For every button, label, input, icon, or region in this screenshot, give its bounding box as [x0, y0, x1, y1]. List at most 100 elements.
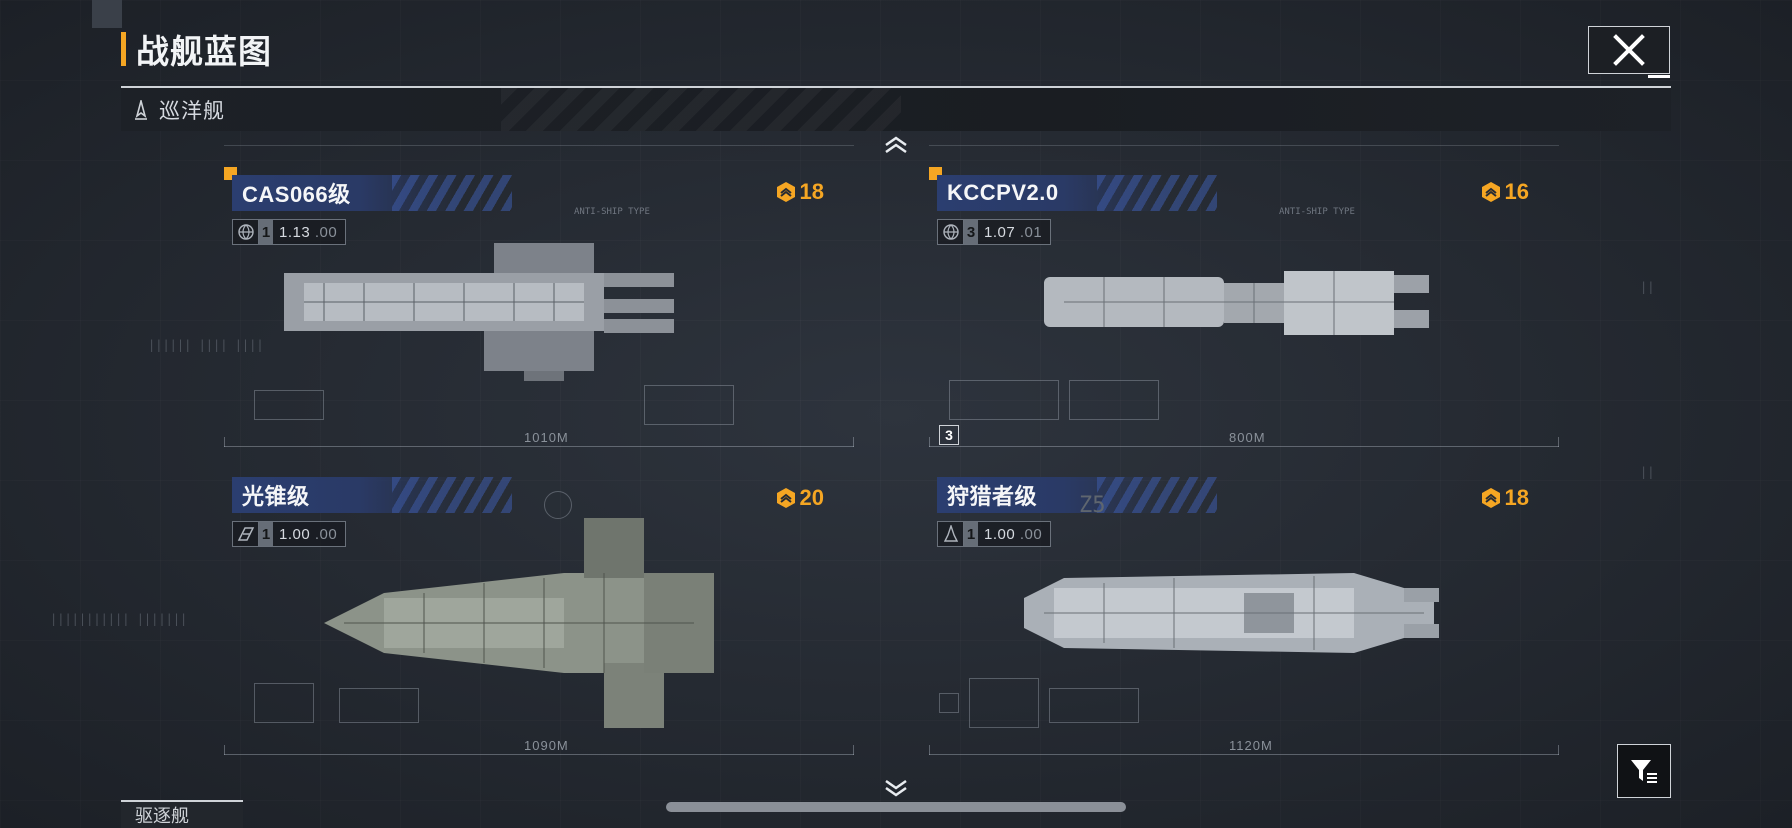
background-deco-text: ||	[1640, 280, 1655, 294]
ship-meta: 1 1.13 .00	[232, 219, 347, 245]
close-icon	[1613, 34, 1645, 66]
filter-icon	[1631, 760, 1657, 783]
ship-image	[284, 243, 674, 381]
ship-card-lightcone[interactable]: 光锥级 20 1 1.00 .00 1090M	[224, 463, 854, 763]
ship-stat-suffix: .00	[314, 525, 338, 543]
blueprint-schematic	[1049, 688, 1139, 723]
ship-score-value: 18	[1504, 485, 1529, 510]
ship-card-kccpv2[interactable]: KCCPV2.0 16 3 1.07 .01 ANTI-SHIP TYPE 3 …	[929, 145, 1559, 455]
ship-length: 1010M	[524, 430, 569, 445]
ship-score: 18	[1480, 485, 1529, 511]
ship-length: 1090M	[524, 738, 569, 753]
rocket-icon	[938, 522, 964, 546]
rank-badge-icon	[1481, 182, 1500, 202]
ship-stat-suffix: .01	[1019, 223, 1043, 241]
ship-score: 18	[775, 179, 824, 205]
background-deco-text: ||||||||||| |||||||	[50, 612, 188, 626]
ship-name-tag: 狩猎者级	[937, 477, 1217, 513]
blueprint-deco: ANTI-SHIP TYPE	[1279, 207, 1355, 217]
category-label-next: 驱逐舰	[135, 806, 189, 826]
close-button[interactable]	[1588, 26, 1670, 78]
blueprint-schematic	[644, 385, 734, 425]
ship-stat-main: 1.13	[279, 223, 311, 241]
card-frame-tick	[1558, 745, 1559, 755]
card-frame-line	[224, 145, 854, 146]
scroll-up-button[interactable]	[880, 135, 912, 155]
ship-score-value: 20	[799, 485, 824, 510]
card-frame-tick	[1558, 437, 1559, 447]
blueprint-schematic	[1069, 380, 1159, 420]
card-frame-tick	[929, 437, 930, 447]
ship-name: KCCPV2.0	[947, 180, 1059, 205]
card-frame-tick	[224, 745, 225, 755]
ship-meta: 1 1.00 .00	[937, 521, 1052, 547]
title-accent-bar	[121, 32, 126, 66]
ship-name: CAS066级	[242, 182, 351, 207]
ship-tier: 1	[259, 220, 273, 244]
blueprint-deco: Z5	[1079, 493, 1106, 518]
ship-meta: 3 1.07 .01	[937, 219, 1052, 245]
card-frame-line	[224, 754, 854, 755]
ship-stat: 1.00 .00	[273, 526, 345, 543]
ship-stat-main: 1.00	[984, 525, 1016, 543]
blueprint-schematic	[969, 678, 1039, 728]
ship-tier: 1	[964, 522, 978, 546]
globe-icon	[233, 220, 259, 244]
category-label: 巡洋舰	[159, 99, 225, 123]
card-frame-line	[224, 446, 854, 447]
ship-stat: 1.07 .01	[978, 224, 1050, 241]
card-frame-line	[929, 754, 1559, 755]
blueprint-schematic	[949, 380, 1059, 420]
ship-score-value: 16	[1504, 179, 1529, 204]
ship-score: 20	[775, 485, 824, 511]
blueprint-schematic	[254, 683, 314, 723]
ship-length: 1120M	[1229, 738, 1273, 753]
ship-image	[324, 518, 714, 728]
card-frame-line	[929, 145, 1559, 146]
corner-decoration	[92, 0, 122, 28]
ship-name: 狩猎者级	[947, 484, 1038, 509]
card-frame-tick	[929, 745, 930, 755]
ship-stat-main: 1.07	[984, 223, 1016, 241]
home-indicator[interactable]	[666, 802, 1126, 812]
ship-stat: 1.00 .00	[978, 526, 1050, 543]
category-bar[interactable]: 巡洋舰	[121, 86, 1671, 131]
faction-icon	[233, 522, 259, 546]
card-frame-tick	[853, 745, 854, 755]
ship-card-hunter[interactable]: 狩猎者级 18 1 1.00 .00 Z5 1120M	[929, 463, 1559, 763]
filter-button[interactable]	[1617, 744, 1671, 798]
rank-badge-icon	[776, 488, 795, 508]
ship-stat: 1.13 .00	[273, 224, 345, 241]
tier-badge: 3	[939, 425, 959, 445]
background-deco-text: |||||| |||| ||||	[148, 338, 264, 352]
ship-score: 16	[1480, 179, 1529, 205]
rank-badge-icon	[776, 182, 795, 202]
scroll-down-button[interactable]	[880, 778, 912, 798]
blueprint-schematic	[939, 693, 959, 713]
ship-name-tag: KCCPV2.0	[937, 175, 1217, 211]
blueprint-deco: ANTI-SHIP TYPE	[574, 207, 650, 217]
chevron-up-icon	[885, 136, 907, 154]
rank-badge-icon	[1481, 488, 1500, 508]
chevron-down-icon	[885, 779, 907, 797]
ship-name-tag: 光锥级	[232, 477, 512, 513]
ship-meta: 1 1.00 .00	[232, 521, 347, 547]
ship-card-cas066[interactable]: CAS066级 18 1 1.13 .00 ANTI-SHIP TYPE 1	[224, 145, 854, 455]
ship-stat-suffix: .00	[314, 223, 338, 241]
blueprint-schematic	[254, 390, 324, 420]
card-frame-tick	[853, 437, 854, 447]
ship-stat-suffix: .00	[1019, 525, 1043, 543]
category-bar-next[interactable]: 驱逐舰	[121, 800, 243, 828]
ship-score-value: 18	[799, 179, 824, 204]
ship-tier: 3	[964, 220, 978, 244]
blueprint-schematic	[339, 688, 419, 723]
page-header: 战舰蓝图	[121, 30, 272, 70]
ship-tier: 1	[259, 522, 273, 546]
page-title: 战舰蓝图	[136, 33, 272, 70]
ship-name-tag: CAS066级	[232, 175, 512, 211]
ship-image	[1024, 573, 1439, 653]
ship-stat-main: 1.00	[279, 525, 311, 543]
background-deco-text: ||	[1640, 465, 1655, 479]
globe-icon	[938, 220, 964, 244]
blueprint-schematic	[544, 491, 572, 519]
